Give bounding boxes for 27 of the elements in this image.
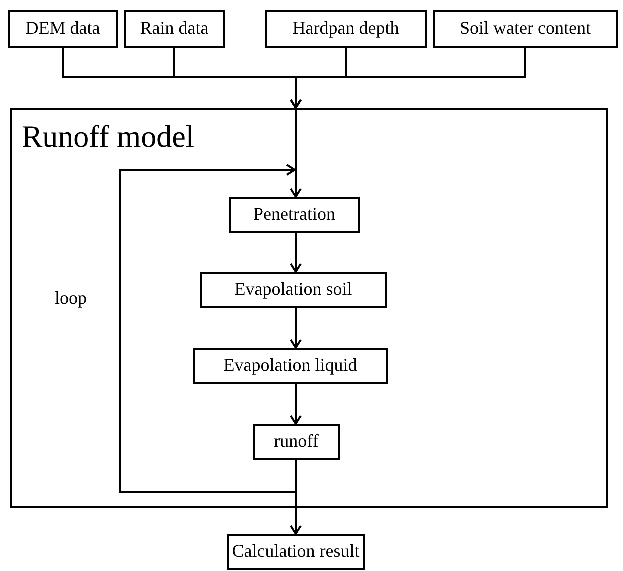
arrow — [290, 108, 302, 198]
process-box — [200, 272, 387, 308]
box-label: Penetration — [254, 205, 336, 225]
group-title: Runoff model — [22, 120, 194, 154]
loop-label: loop — [55, 288, 88, 309]
box-label: runoff — [274, 432, 319, 452]
box-label: DEM data — [26, 19, 100, 39]
process-box — [253, 424, 340, 460]
process-box — [433, 10, 618, 48]
box-label: Evapolation soil — [234, 280, 352, 300]
box-label: Evapolation liquid — [224, 356, 358, 376]
process-box — [229, 197, 360, 233]
group-box — [10, 108, 608, 508]
arrow — [290, 233, 302, 273]
box-label: Calculation result — [232, 542, 360, 562]
box-label: Soil water content — [460, 19, 591, 39]
process-box — [265, 10, 427, 48]
arrow — [290, 384, 302, 425]
box-label: Hardpan depth — [292, 19, 400, 39]
process-box — [8, 10, 118, 48]
arrow — [290, 48, 526, 109]
process-box — [227, 534, 365, 570]
process-box — [124, 10, 225, 48]
arrow — [290, 308, 302, 349]
process-box — [193, 348, 388, 384]
box-label: Rain data — [140, 19, 209, 39]
arrow — [119, 164, 297, 493]
